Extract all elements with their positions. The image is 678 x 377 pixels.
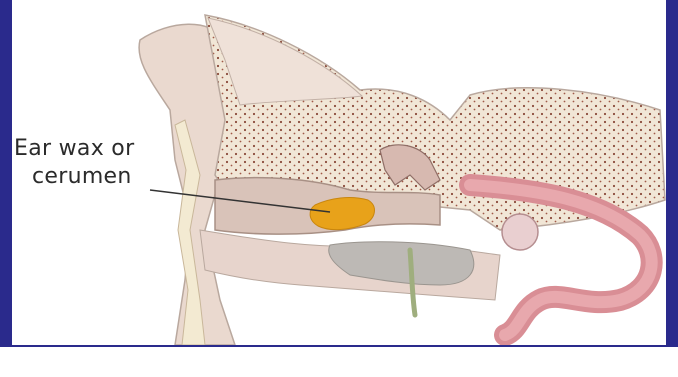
annotation-label: Ear wax or cerumen [14, 135, 134, 191]
annotation-line-2: cerumen [14, 163, 134, 191]
cochlea [502, 214, 538, 250]
annotation-line-1: Ear wax or [14, 135, 134, 163]
bottom-band [0, 347, 678, 377]
